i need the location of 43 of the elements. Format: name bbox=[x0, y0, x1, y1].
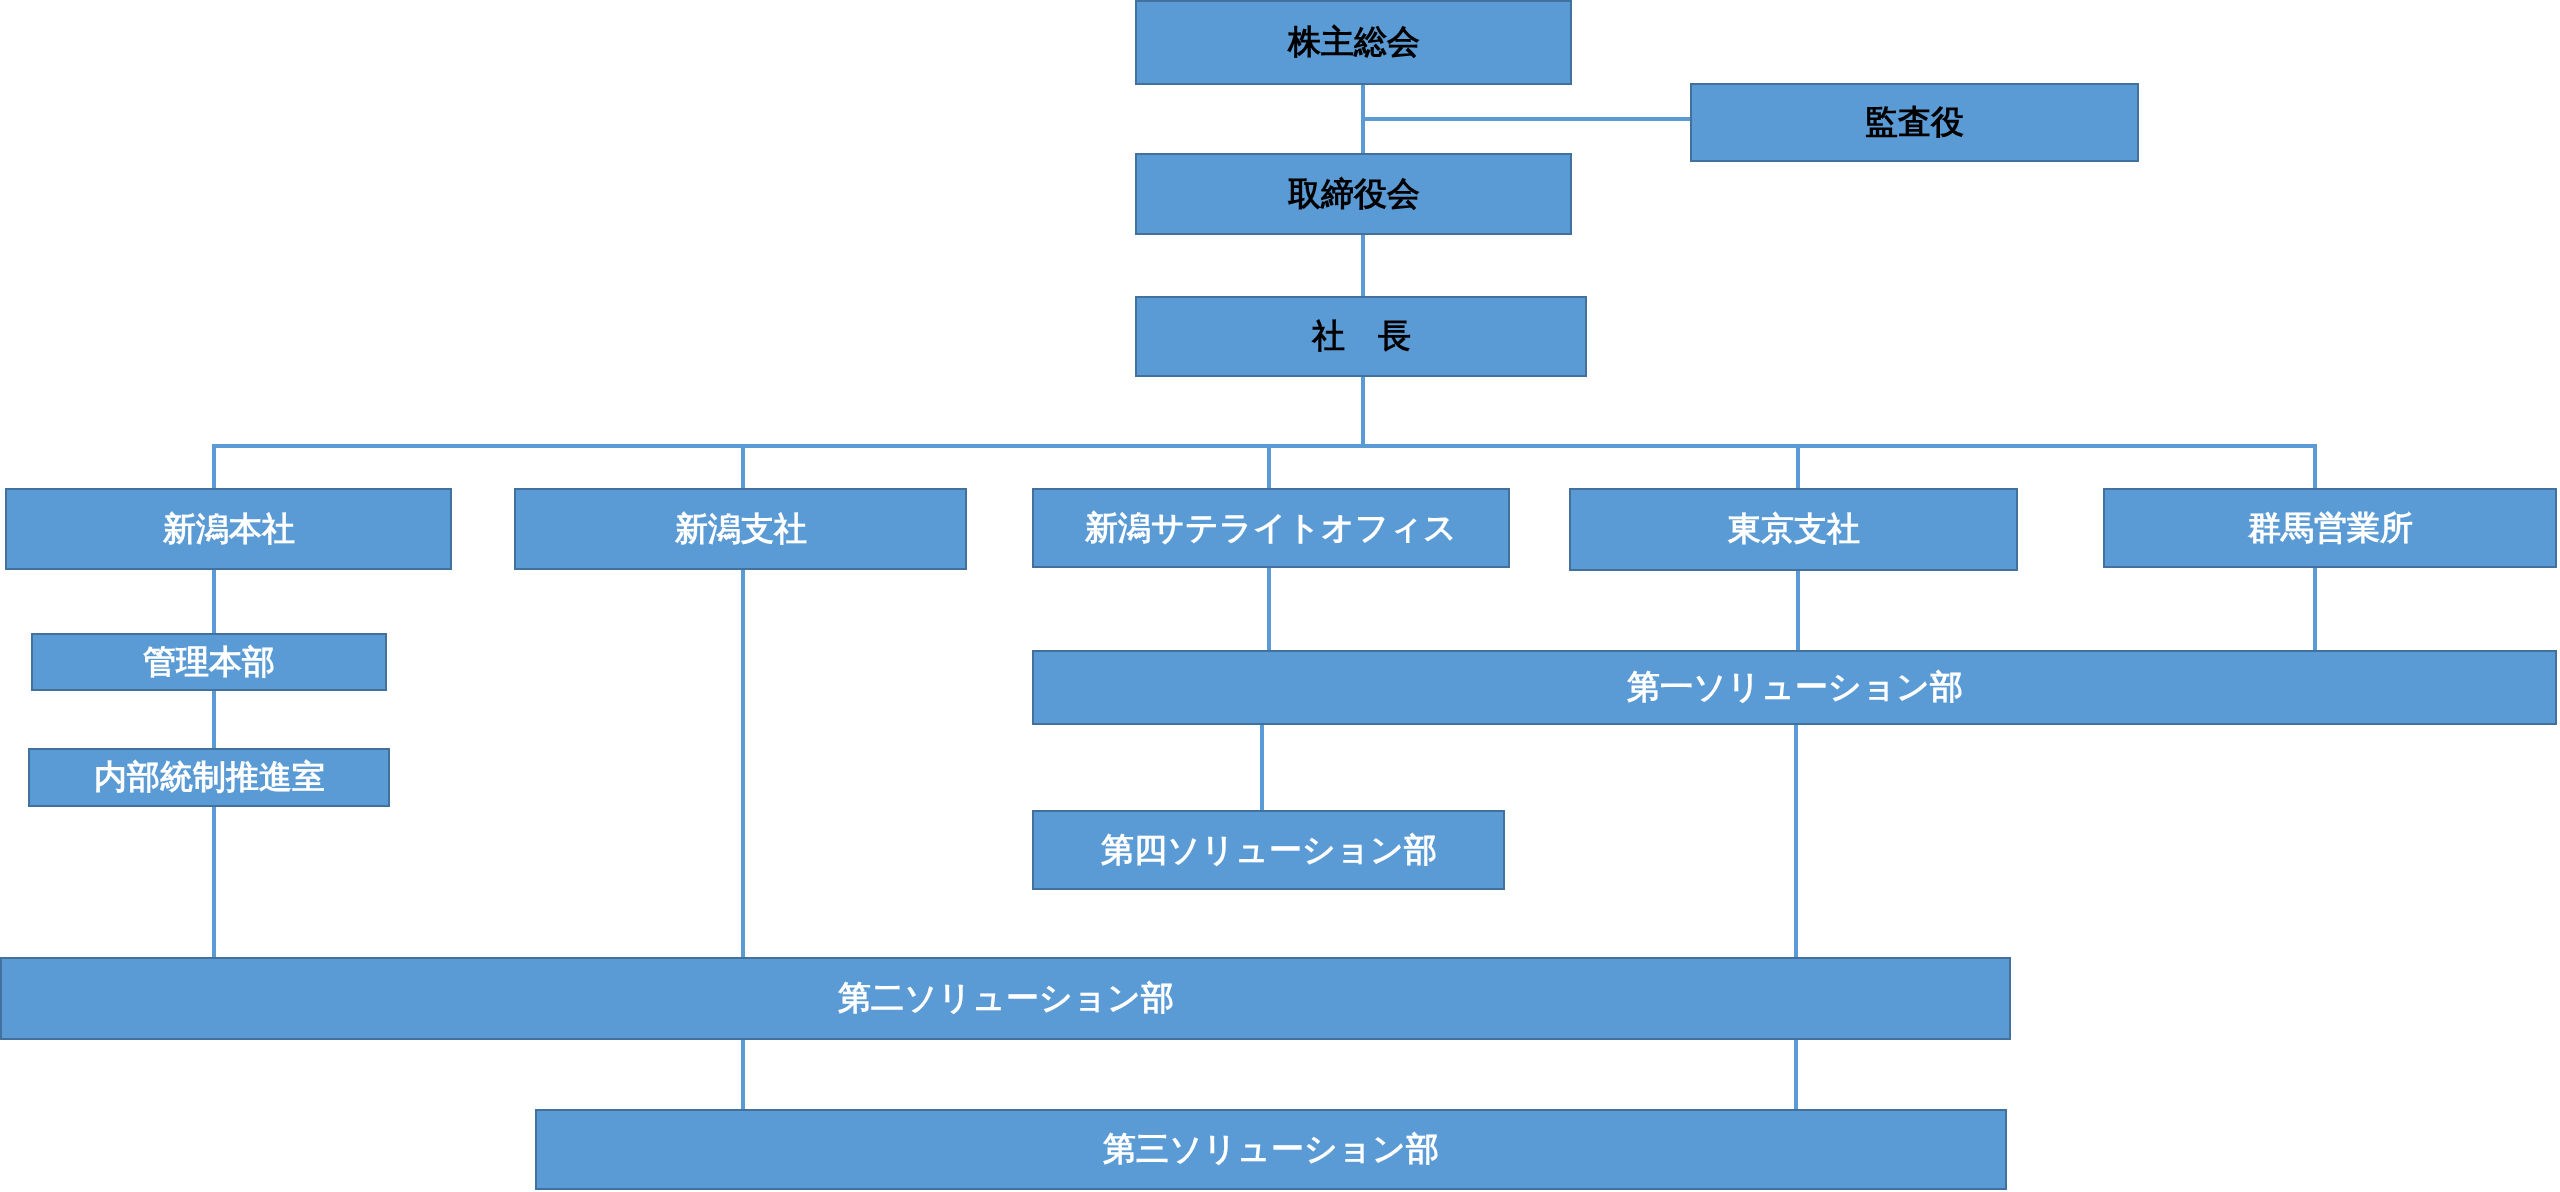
org-box bbox=[1032, 488, 1510, 568]
box-label: 東京支社 bbox=[1727, 508, 1860, 550]
org-box bbox=[28, 748, 390, 807]
connector-line bbox=[1794, 725, 1798, 957]
org-box bbox=[1569, 488, 2018, 571]
connector-line bbox=[212, 807, 216, 957]
org-box bbox=[514, 488, 967, 570]
connector-line bbox=[1794, 1040, 1798, 1109]
connector-line bbox=[741, 570, 745, 957]
box-label: 監査役 bbox=[1865, 101, 1964, 143]
connector-line bbox=[212, 691, 216, 748]
org-box bbox=[1135, 0, 1572, 85]
box-label: 株主総会 bbox=[1287, 21, 1420, 63]
box-label: 社 長 bbox=[1311, 315, 1411, 357]
connector-line bbox=[212, 570, 216, 633]
connector-line bbox=[1796, 571, 1800, 650]
org-box bbox=[1690, 83, 2139, 162]
connector-line bbox=[1361, 85, 1690, 121]
box-label: 新潟本社 bbox=[162, 507, 295, 550]
org-box bbox=[31, 633, 387, 691]
box-label: 管理本部 bbox=[143, 640, 275, 683]
box-label: 群馬営業所 bbox=[2247, 506, 2413, 549]
connector-line bbox=[741, 1040, 745, 1109]
connector-line bbox=[2313, 568, 2317, 650]
connector-line bbox=[1267, 568, 1271, 650]
org-box bbox=[0, 957, 2011, 1040]
org-box bbox=[535, 1109, 2007, 1190]
org-box bbox=[1135, 296, 1587, 377]
box-label: 取締役会 bbox=[1287, 172, 1420, 215]
box-label: 第三ソリューション部 bbox=[1103, 1128, 1439, 1170]
box-label: 内部統制推進室 bbox=[93, 756, 325, 798]
org-box bbox=[1135, 153, 1572, 235]
box-label: 新潟サテライトオフィス bbox=[1085, 506, 1457, 549]
org-box bbox=[5, 488, 452, 570]
org-box bbox=[2103, 488, 2557, 568]
box-label: 第四ソリューション部 bbox=[1100, 828, 1437, 871]
connector-line bbox=[1260, 725, 1264, 810]
box-label: 新潟支社 bbox=[674, 507, 807, 550]
box-label: 第二ソリューション部 bbox=[837, 977, 1174, 1019]
connector-line bbox=[1361, 235, 1365, 296]
org-box bbox=[1032, 650, 2557, 725]
org-box bbox=[1032, 810, 1505, 890]
box-label: 第一ソリューション部 bbox=[1626, 666, 1963, 708]
